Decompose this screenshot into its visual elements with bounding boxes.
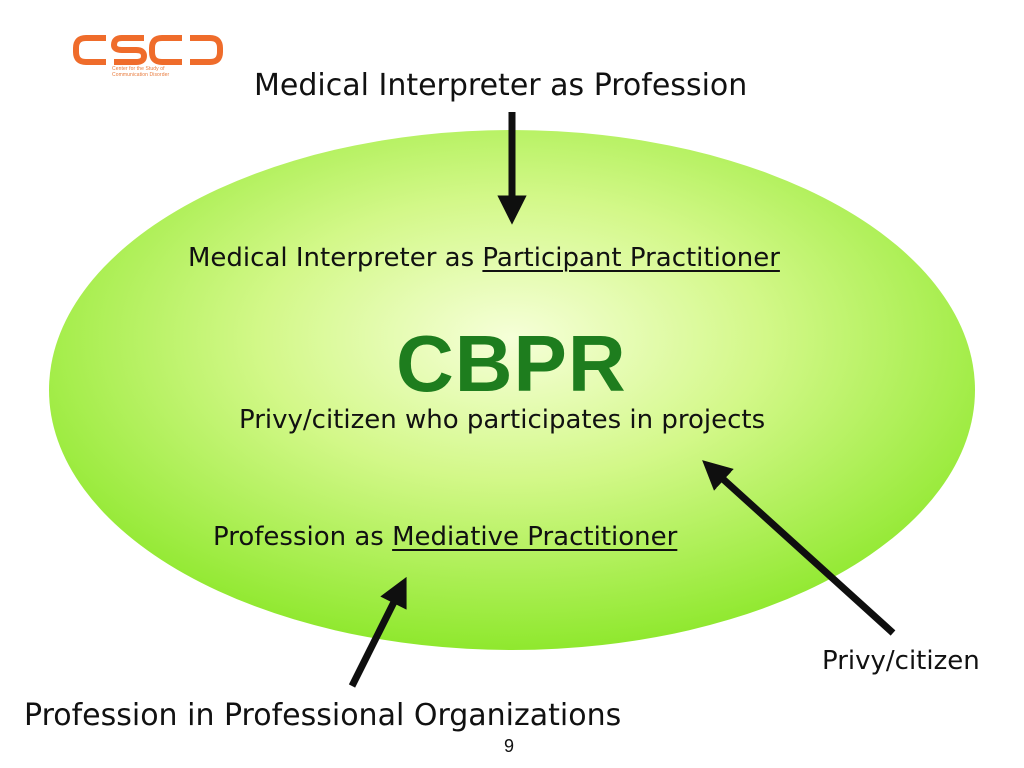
professional-organizations-label: Profession in Professional Organizations [24, 698, 622, 733]
mediative-underlined: Mediative Practitioner [392, 522, 678, 552]
logo-caption-line-1: Center for the Study of [112, 66, 165, 72]
arrow-privy [702, 460, 896, 636]
cbpr-title: CBPR [396, 319, 627, 408]
cbpr-ellipse [49, 130, 975, 650]
participant-prefix: Medical Interpreter as [188, 243, 483, 273]
csco-logo-icon [73, 35, 223, 65]
logo-caption-line-2: Communication Disorder [112, 72, 170, 78]
privy-participates-line: Privy/citizen who participates in projec… [239, 405, 766, 435]
privy-citizen-label: Privy/citizen [822, 646, 980, 676]
participant-practitioner-line: Medical Interpreter as Participant Pract… [188, 243, 780, 273]
mediative-practitioner-line: Profession as Mediative Practitioner [213, 522, 677, 552]
page-number: 9 [504, 736, 515, 756]
top-heading: Medical Interpreter as Profession [254, 68, 748, 103]
arrow-mediative [348, 576, 407, 688]
mediative-prefix: Profession as [213, 522, 393, 552]
participant-underlined: Participant Practitioner [482, 243, 780, 273]
logo-caption: Center for the Study of Communication Di… [112, 66, 232, 78]
